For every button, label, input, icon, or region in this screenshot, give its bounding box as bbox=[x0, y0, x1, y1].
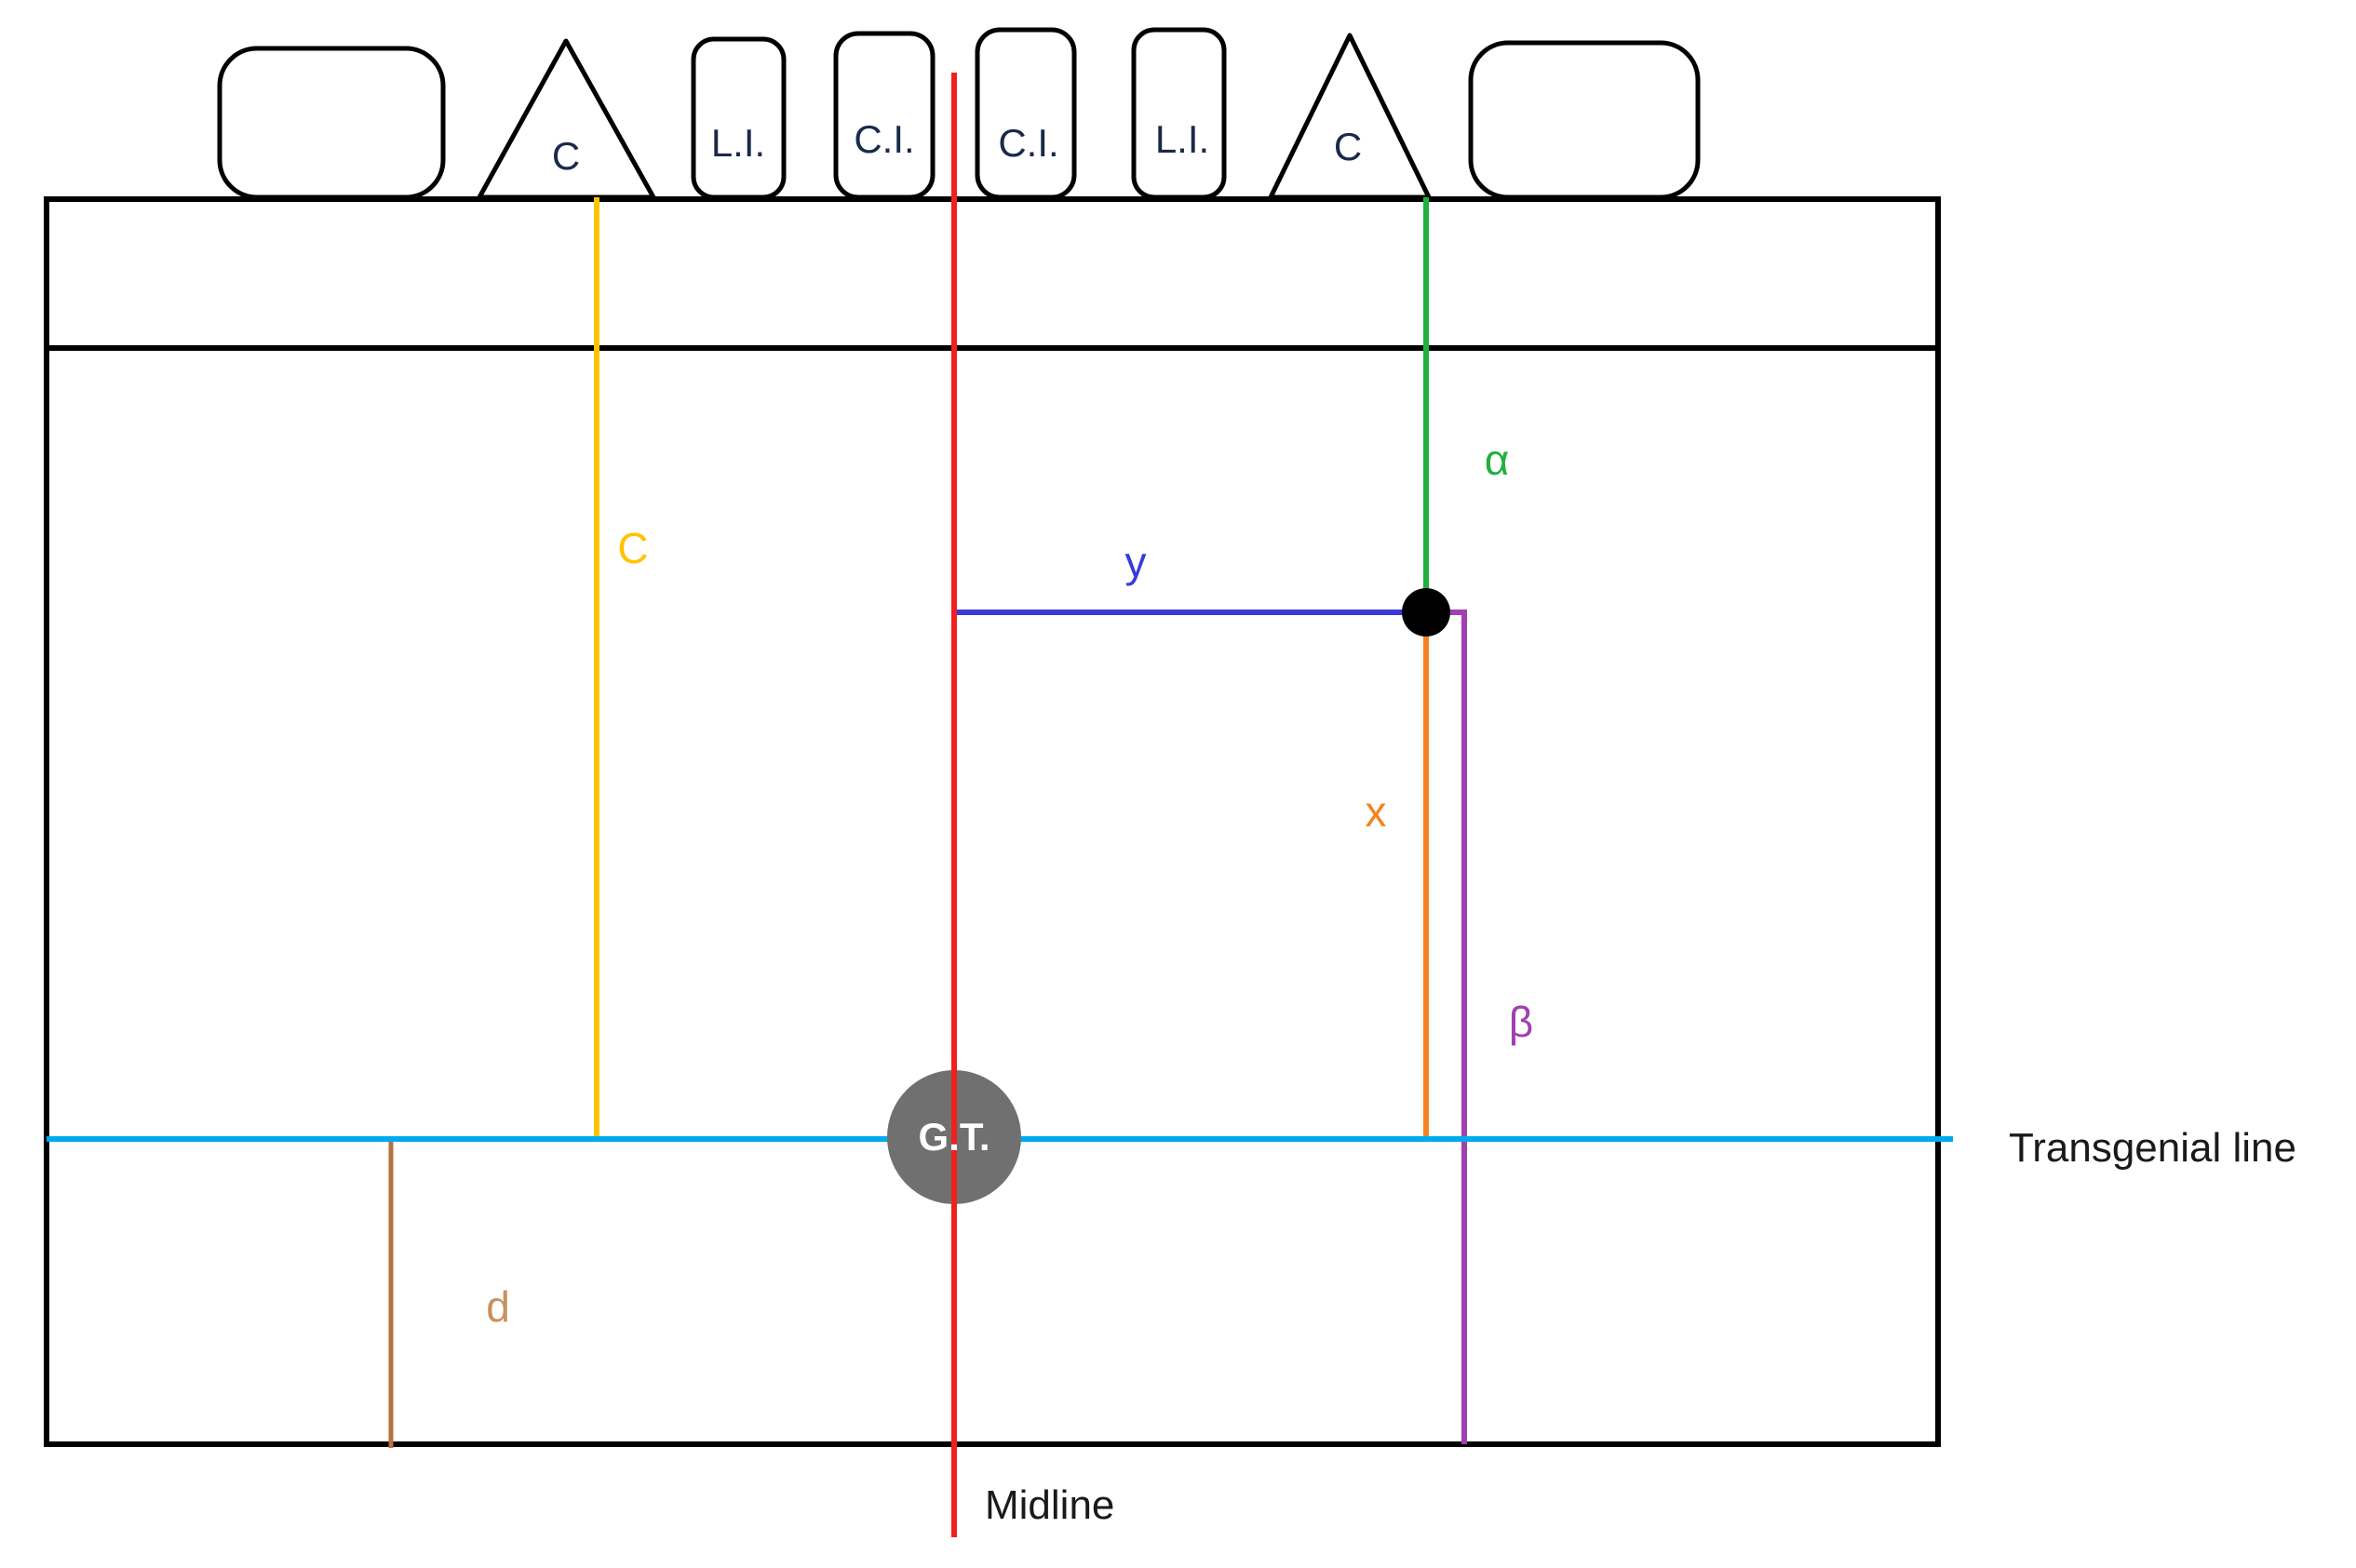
transgenial-line-label: Transgenial line bbox=[2009, 1125, 2296, 1171]
genial-tubercle-label: G.T. bbox=[918, 1115, 990, 1159]
central-incisor-right-label: C.I. bbox=[998, 121, 1058, 165]
canine-left-label: C bbox=[552, 134, 580, 178]
beta-label: β bbox=[1509, 998, 1533, 1046]
lateral-incisor-right-label: L.I. bbox=[1155, 117, 1209, 161]
teeth-row: C L.I. C.I. C.I. L.I. C bbox=[217, 27, 1701, 200]
canine-right bbox=[1268, 33, 1432, 200]
d-label: d bbox=[486, 1282, 510, 1331]
mandible-outline bbox=[44, 196, 1941, 1447]
foramen-point bbox=[1402, 588, 1450, 637]
beta-line bbox=[1426, 610, 1467, 1444]
alpha-label: α bbox=[1485, 436, 1510, 484]
canine-line-label: C bbox=[617, 524, 648, 572]
lateral-incisor-left-label: L.I. bbox=[711, 121, 765, 165]
mandible-body bbox=[44, 196, 1941, 1447]
y-label: y bbox=[1125, 538, 1147, 586]
canine-right-label: C bbox=[1334, 125, 1362, 168]
central-incisor-right bbox=[975, 27, 1077, 200]
molar-left bbox=[217, 46, 446, 200]
central-incisor-left bbox=[833, 31, 936, 200]
molar-right bbox=[1468, 40, 1701, 200]
lateral-incisor-right bbox=[1131, 27, 1227, 200]
lateral-incisor-left bbox=[691, 36, 787, 200]
x-label: x bbox=[1366, 787, 1387, 836]
midline-label: Midline bbox=[985, 1482, 1114, 1528]
central-incisor-left-label: C.I. bbox=[854, 117, 914, 161]
